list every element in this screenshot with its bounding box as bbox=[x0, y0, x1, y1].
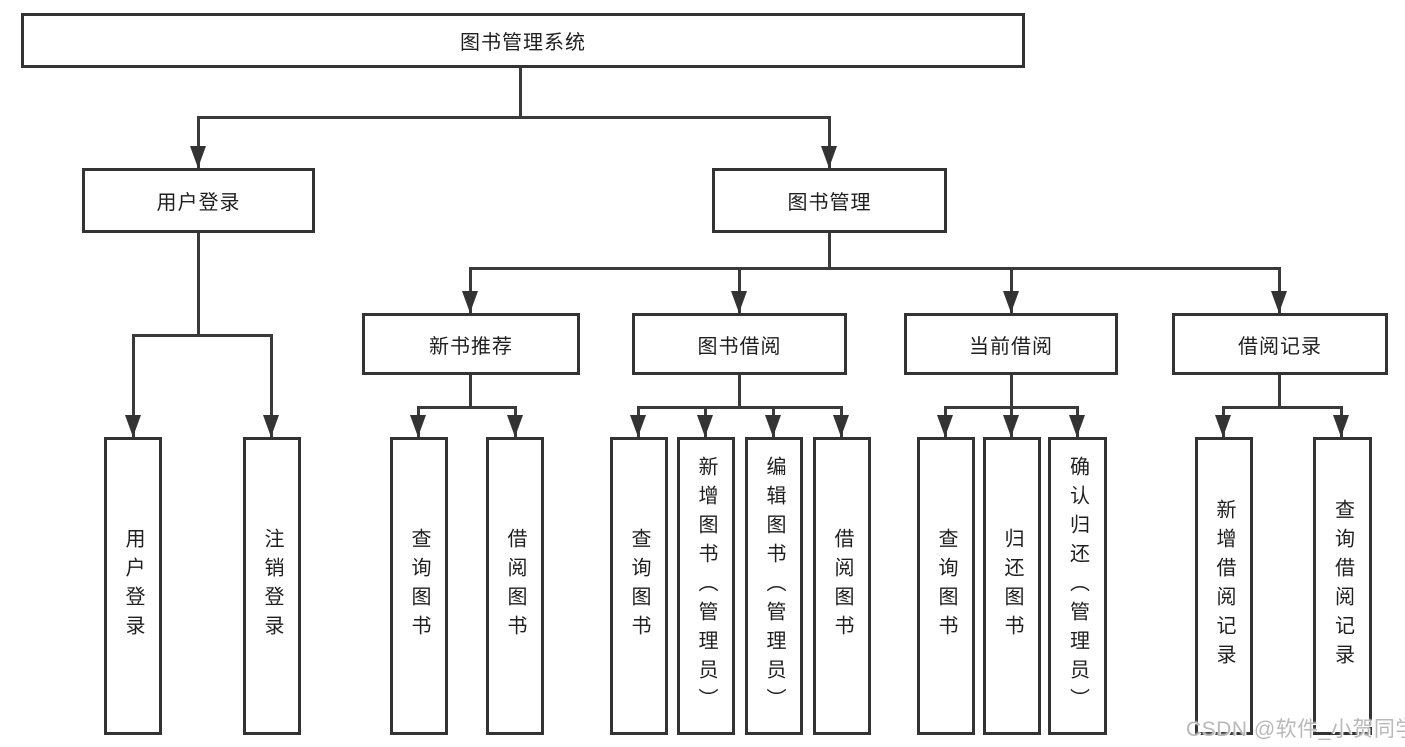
leaf-bb-edit-books-admin: 编辑图书（管理员） bbox=[745, 437, 803, 735]
arrow-down-icon bbox=[821, 146, 837, 168]
leaf-nb-borrow-books-label: 借阅图书 bbox=[504, 528, 526, 644]
leaf-bb-query-books: 查询图书 bbox=[610, 437, 668, 735]
leaf-cb-query-books: 查询图书 bbox=[917, 437, 975, 735]
leaf-cb-confirm-return-admin: 确认归还（管理员） bbox=[1048, 437, 1107, 735]
leaf-cb-return-books: 归还图书 bbox=[983, 437, 1041, 735]
node-book-borrowing: 图书借阅 bbox=[632, 313, 847, 375]
connector-line bbox=[197, 116, 831, 119]
node-root-label: 图书管理系统 bbox=[460, 32, 586, 54]
connector-line bbox=[417, 406, 517, 409]
node-new-book-recommend-label: 新书推荐 bbox=[429, 335, 513, 358]
arrow-down-icon bbox=[507, 415, 523, 437]
node-book-borrowing-label: 图书借阅 bbox=[697, 335, 782, 358]
leaf-br-query-record-label: 查询借阅记录 bbox=[1331, 499, 1354, 673]
connector-line bbox=[197, 233, 200, 337]
connector-line bbox=[828, 116, 831, 168]
leaf-user-login-label: 用户登录 bbox=[122, 528, 144, 644]
connector-line bbox=[132, 334, 135, 437]
connector-line bbox=[1010, 267, 1013, 313]
node-user-login: 用户登录 bbox=[82, 168, 315, 233]
connector-line bbox=[270, 334, 273, 437]
arrow-down-icon bbox=[731, 291, 747, 313]
arrow-down-icon bbox=[125, 415, 141, 437]
node-borrow-records: 借阅记录 bbox=[1172, 313, 1388, 375]
connector-line bbox=[738, 375, 741, 409]
connector-line bbox=[1278, 267, 1281, 313]
connector-line bbox=[519, 68, 522, 118]
leaf-bb-add-books-admin-label: 新增图书（管理员） bbox=[695, 455, 717, 717]
leaf-cb-return-books-label: 归还图书 bbox=[1001, 528, 1023, 644]
leaf-logout-label: 注销登录 bbox=[261, 528, 283, 644]
arrow-down-icon bbox=[1069, 415, 1085, 437]
leaf-nb-borrow-books: 借阅图书 bbox=[486, 437, 544, 735]
node-current-borrowing: 当前借阅 bbox=[904, 313, 1118, 375]
leaf-bb-borrow-books-label: 借阅图书 bbox=[831, 528, 853, 644]
leaf-logout: 注销登录 bbox=[243, 437, 301, 735]
leaf-nb-query-books: 查询图书 bbox=[390, 437, 448, 735]
arrow-down-icon bbox=[833, 415, 849, 437]
connector-line bbox=[1010, 375, 1013, 409]
leaf-bb-query-books-label: 查询图书 bbox=[628, 528, 650, 644]
connector-line bbox=[469, 267, 472, 313]
arrow-down-icon bbox=[1271, 291, 1287, 313]
arrow-down-icon bbox=[462, 291, 478, 313]
arrow-down-icon bbox=[1215, 415, 1231, 437]
connector-line bbox=[828, 233, 831, 270]
leaf-bb-add-books-admin: 新增图书（管理员） bbox=[677, 437, 735, 735]
connector-line bbox=[1278, 375, 1281, 409]
leaf-nb-query-books-label: 查询图书 bbox=[408, 528, 430, 644]
arrow-down-icon bbox=[410, 415, 426, 437]
node-current-borrowing-label: 当前借阅 bbox=[969, 335, 1053, 358]
arrow-down-icon bbox=[630, 415, 646, 437]
leaf-cb-query-books-label: 查询图书 bbox=[935, 528, 957, 644]
node-new-book-recommend: 新书推荐 bbox=[362, 313, 580, 375]
leaf-cb-confirm-return-admin-label: 确认归还（管理员） bbox=[1066, 455, 1089, 717]
connector-line bbox=[469, 375, 472, 409]
connector-line bbox=[132, 334, 273, 337]
node-borrow-records-label: 借阅记录 bbox=[1238, 335, 1322, 358]
leaf-br-add-record: 新增借阅记录 bbox=[1195, 437, 1253, 735]
leaf-br-add-record-label: 新增借阅记录 bbox=[1213, 499, 1235, 673]
arrow-down-icon bbox=[937, 415, 953, 437]
arrow-down-icon bbox=[263, 415, 279, 437]
arrow-down-icon bbox=[190, 146, 206, 168]
node-book-management: 图书管理 bbox=[712, 168, 947, 233]
leaf-br-query-record: 查询借阅记录 bbox=[1313, 437, 1372, 735]
node-root: 图书管理系统 bbox=[21, 13, 1025, 68]
connector-line bbox=[197, 116, 200, 168]
leaf-user-login: 用户登录 bbox=[104, 437, 162, 735]
csdn-watermark: CSDN @软件_小贺同学 bbox=[1186, 718, 1405, 741]
leaf-bb-borrow-books: 借阅图书 bbox=[813, 437, 871, 735]
arrow-down-icon bbox=[1003, 291, 1019, 313]
node-user-login-label: 用户登录 bbox=[156, 192, 241, 214]
connector-line bbox=[738, 267, 741, 313]
connector-line bbox=[637, 406, 842, 409]
arrow-down-icon bbox=[765, 415, 781, 437]
arrow-down-icon bbox=[1003, 415, 1019, 437]
node-book-management-label: 图书管理 bbox=[787, 192, 872, 214]
arrow-down-icon bbox=[1333, 415, 1349, 437]
leaf-bb-edit-books-admin-label: 编辑图书（管理员） bbox=[763, 455, 785, 717]
connector-line bbox=[1222, 406, 1342, 409]
connector-line bbox=[469, 267, 1281, 270]
arrow-down-icon bbox=[697, 415, 713, 437]
